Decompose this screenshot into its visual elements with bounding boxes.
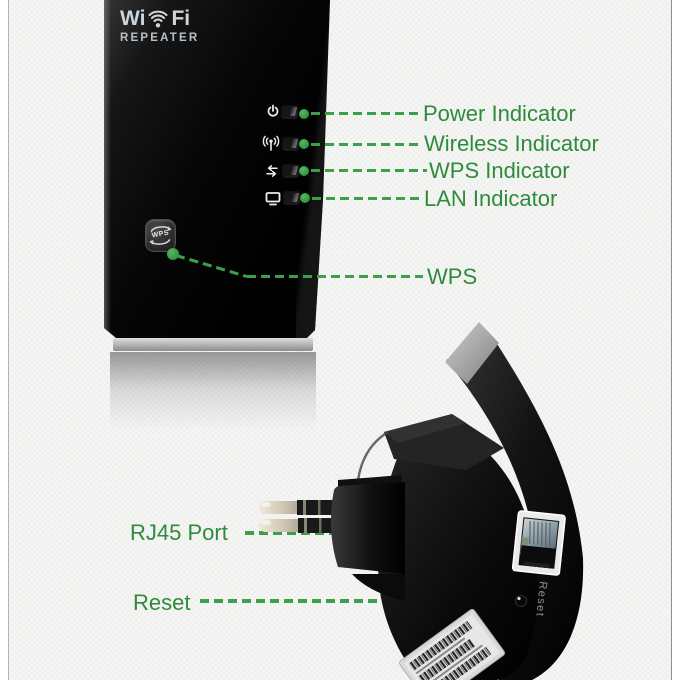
wireless-callout-line — [311, 143, 422, 146]
power-indicator-label: Power Indicator — [423, 101, 576, 126]
power-callout-line — [311, 112, 421, 115]
side-curved-arm — [446, 336, 584, 680]
power-callout-dot — [299, 109, 309, 119]
rj45-port — [511, 510, 566, 576]
side-top-facet-highlight — [384, 414, 466, 443]
wps-icon — [266, 165, 278, 177]
reset-label: Reset — [133, 590, 191, 615]
wireless-led — [282, 137, 299, 151]
device-reflection — [110, 352, 316, 436]
wps-callout-line — [247, 275, 423, 278]
wps-callout-label: WPS — [427, 264, 478, 289]
plug-pins — [259, 500, 334, 533]
wps-button-arrows-icon — [149, 226, 172, 245]
plug-block-bottom — [352, 574, 405, 601]
wps-button: WPS — [146, 220, 175, 251]
logo-subtitle: REPEATER — [120, 32, 200, 44]
lan-callout-line — [312, 197, 422, 200]
lan-indicator-label: LAN Indicator — [424, 186, 558, 211]
lan-icon — [265, 192, 281, 206]
wps-ind-callout-line — [311, 169, 427, 172]
wifi-fan-icon — [148, 10, 169, 28]
plug-block — [330, 482, 405, 574]
power-icon — [267, 104, 279, 117]
logo-text-wi: Wi — [120, 7, 146, 30]
lan-callout-dot — [300, 193, 310, 203]
wireless-callout-dot — [299, 139, 309, 149]
device-base-edge — [113, 338, 313, 351]
power-led — [281, 105, 298, 119]
barcode-sticker — [399, 608, 505, 680]
wireless-icon — [262, 135, 280, 151]
wps-led — [282, 164, 299, 178]
reset-callout-line — [200, 599, 496, 603]
lan-led — [283, 191, 300, 205]
reset-marking-text: Reset — [533, 581, 549, 618]
side-main-body — [377, 423, 538, 680]
wifi-repeater-side-view: Reset — [259, 322, 584, 680]
reset-hole — [515, 595, 527, 607]
rj45-port-label: RJ45 Port — [130, 520, 228, 545]
wps-ind-callout-dot — [299, 166, 309, 176]
brand-logo: Wi Fi REPEATER — [120, 6, 199, 44]
wps-indicator-label: WPS Indicator — [429, 158, 570, 183]
wireless-indicator-label: Wireless Indicator — [424, 131, 599, 156]
wifi-repeater-front: Wi Fi REPEATER — [104, 0, 330, 338]
side-gray-tip — [445, 322, 499, 384]
logo-text-fi: Fi — [171, 7, 191, 30]
